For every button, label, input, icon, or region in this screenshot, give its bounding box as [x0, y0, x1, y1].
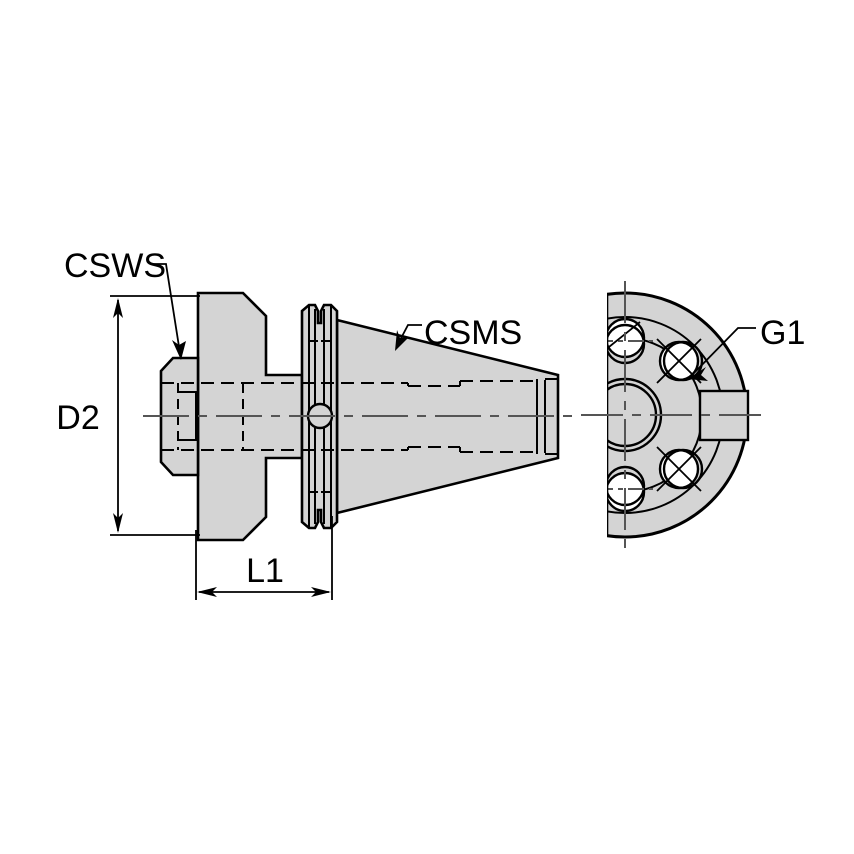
- bolt-hole-lower-right-inner: [662, 448, 704, 490]
- dimension-label-d2: D2: [56, 399, 99, 437]
- l1-arrow-right: [311, 587, 331, 597]
- callout-label-csms: CSMS: [424, 314, 522, 352]
- callout-label-g1: G1: [760, 314, 805, 352]
- csms-arrowhead: [395, 330, 409, 351]
- hidden-bore-steps: [407, 379, 538, 454]
- csms-leader-line: [397, 324, 422, 345]
- left-counterbore: [178, 391, 197, 441]
- dimension-label-l1: L1: [246, 552, 284, 590]
- bolt-holes: [607, 317, 704, 513]
- side-section-view: [143, 291, 576, 542]
- g1-arrowhead: [688, 367, 708, 381]
- bolt-hole-upper-right-inner: [662, 340, 704, 382]
- dimension-l1: L1: [195, 516, 333, 600]
- dimension-d2: D2: [56, 295, 200, 536]
- callout-g1: G1: [688, 314, 805, 381]
- csws-arrowhead: [172, 340, 186, 360]
- d2-arrow-bottom: [113, 513, 123, 533]
- callout-csws: CSWS: [64, 247, 186, 360]
- bolt-hole-ul-diag: [607, 321, 641, 350]
- l1-arrow-left: [197, 587, 217, 597]
- bolt-hole-lr-cross-2: [656, 446, 702, 492]
- hidden-bore-lines: [161, 378, 558, 455]
- g1-leader-line: [693, 327, 756, 374]
- d2-arrow-top: [113, 298, 123, 318]
- callout-csms: CSMS: [395, 314, 522, 352]
- callout-label-csws: CSWS: [64, 247, 166, 285]
- csws-leader-line: [150, 263, 181, 354]
